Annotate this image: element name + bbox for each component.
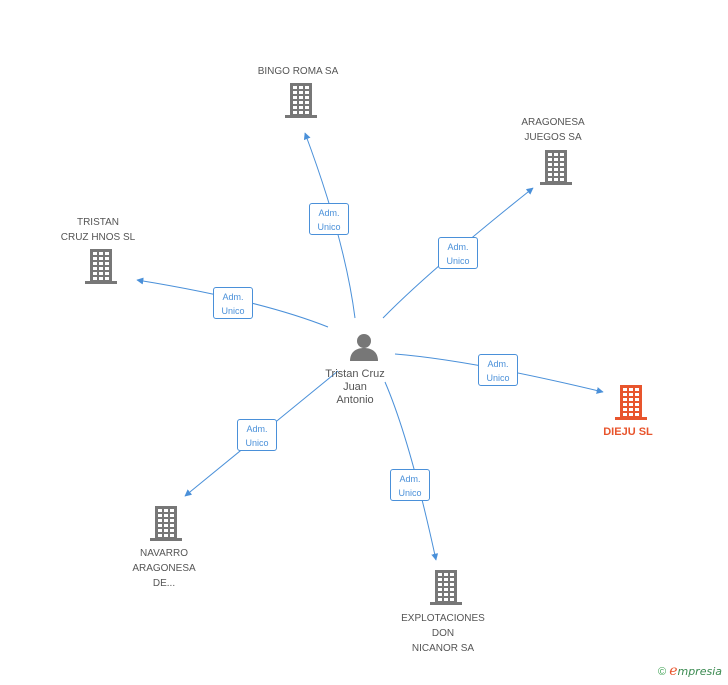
relation-badge-dieju[interactable]: Adm. Unico — [478, 354, 518, 386]
brand-logo-initial: e — [669, 663, 678, 679]
brand-name: mpresia — [677, 665, 722, 678]
company-name-explotaciones-don-nicanor[interactable]: EXPLOTACIONES DON NICANOR SA — [401, 613, 485, 654]
company-node-dieju[interactable] — [615, 384, 647, 425]
building-icon — [85, 249, 117, 284]
relation-badge-explotaciones-don-nicanor[interactable]: Adm. Unico — [390, 469, 430, 501]
company-name-tristan-cruz-hnos[interactable]: TRISTAN CRUZ HNOS SL — [60, 217, 136, 243]
company-name-aragonesa-juegos[interactable]: ARAGONESA JUEGOS SA — [521, 117, 585, 143]
company-node-bingo-roma[interactable] — [285, 82, 317, 123]
building-icon — [540, 150, 572, 185]
company-name-bingo-roma[interactable]: BINGO ROMA SA — [257, 66, 339, 77]
person-node[interactable] — [350, 333, 378, 366]
company-name-navarro-aragonesa[interactable]: NAVARRO ARAGONESA DE... — [132, 548, 196, 589]
company-node-tristan-cruz-hnos[interactable] — [85, 248, 117, 289]
building-icon — [150, 506, 182, 541]
company-node-navarro-aragonesa[interactable] — [150, 505, 182, 546]
relation-badge-navarro-aragonesa[interactable]: Adm. Unico — [237, 419, 277, 451]
person-name[interactable]: Tristan Cruz Juan Antonio — [325, 368, 385, 406]
company-node-aragonesa-juegos[interactable] — [540, 149, 572, 190]
building-icon — [285, 83, 317, 118]
building-icon — [615, 385, 647, 420]
copyright-symbol: © — [658, 666, 667, 678]
company-name-dieju[interactable]: DIEJU SL — [603, 426, 653, 438]
company-node-explotaciones-don-nicanor[interactable] — [430, 569, 462, 610]
person-icon — [350, 334, 378, 361]
relation-edge-explotaciones-don-nicanor — [384, 381, 439, 561]
footer-brand: © empresia — [658, 663, 722, 679]
relation-badge-tristan-cruz-hnos[interactable]: Adm. Unico — [213, 287, 253, 319]
relation-badge-aragonesa-juegos[interactable]: Adm. Unico — [438, 237, 478, 269]
building-icon — [430, 570, 462, 605]
relation-badge-bingo-roma[interactable]: Adm. Unico — [309, 203, 349, 235]
